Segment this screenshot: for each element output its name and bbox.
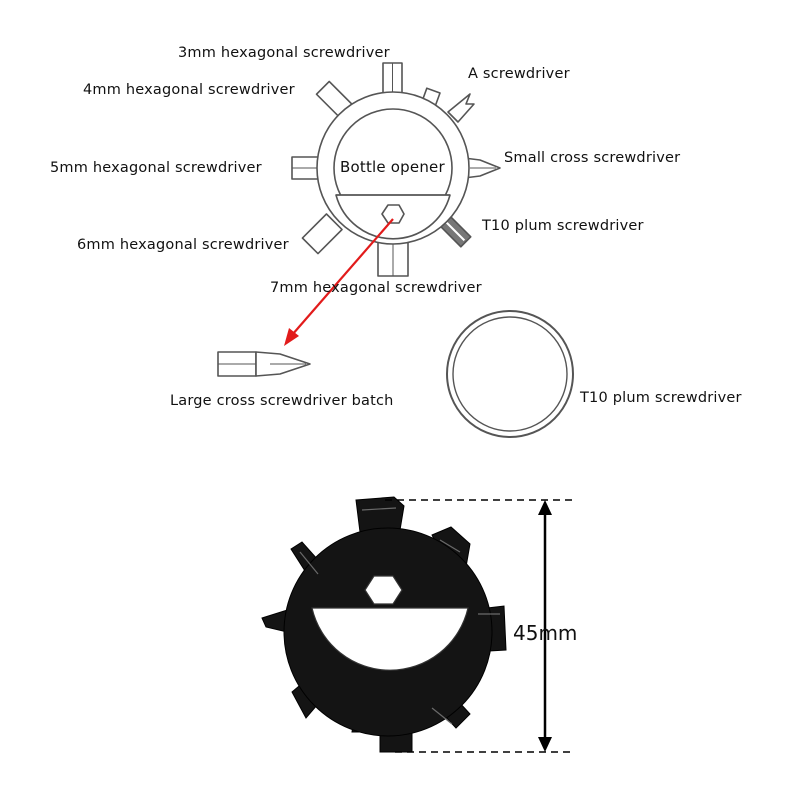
hex-socket bbox=[381, 204, 405, 224]
label-4mm-hex: 4mm hexagonal screwdriver bbox=[83, 82, 295, 98]
dimension-label: 45mm bbox=[513, 621, 578, 645]
label-3mm-hex: 3mm hexagonal screwdriver bbox=[178, 45, 390, 61]
label-6mm-hex: 6mm hexagonal screwdriver bbox=[77, 237, 289, 253]
label-bottle-opener: Bottle opener bbox=[340, 158, 445, 176]
label-a-screwdriver: A screwdriver bbox=[468, 66, 570, 82]
label-t10-plum-ring: T10 plum screwdriver bbox=[580, 390, 742, 406]
a-screwdriver-tip bbox=[447, 93, 475, 123]
photo-highlights bbox=[299, 507, 500, 725]
red-arrow bbox=[284, 218, 394, 346]
label-7mm-hex: 7mm hexagonal screwdriver bbox=[270, 280, 482, 296]
label-small-cross: Small cross screwdriver bbox=[504, 150, 681, 166]
photo-cutouts bbox=[311, 575, 469, 671]
dimension-indicator bbox=[385, 499, 575, 753]
key-ring bbox=[446, 310, 574, 438]
multitool-line-drawing bbox=[291, 62, 501, 277]
label-5mm-hex: 5mm hexagonal screwdriver bbox=[50, 160, 262, 176]
large-cross-bit bbox=[217, 351, 311, 377]
label-t10-plum: T10 plum screwdriver bbox=[482, 218, 644, 234]
label-large-cross-batch: Large cross screwdriver batch bbox=[170, 393, 394, 409]
hex6-bit bbox=[301, 213, 343, 255]
